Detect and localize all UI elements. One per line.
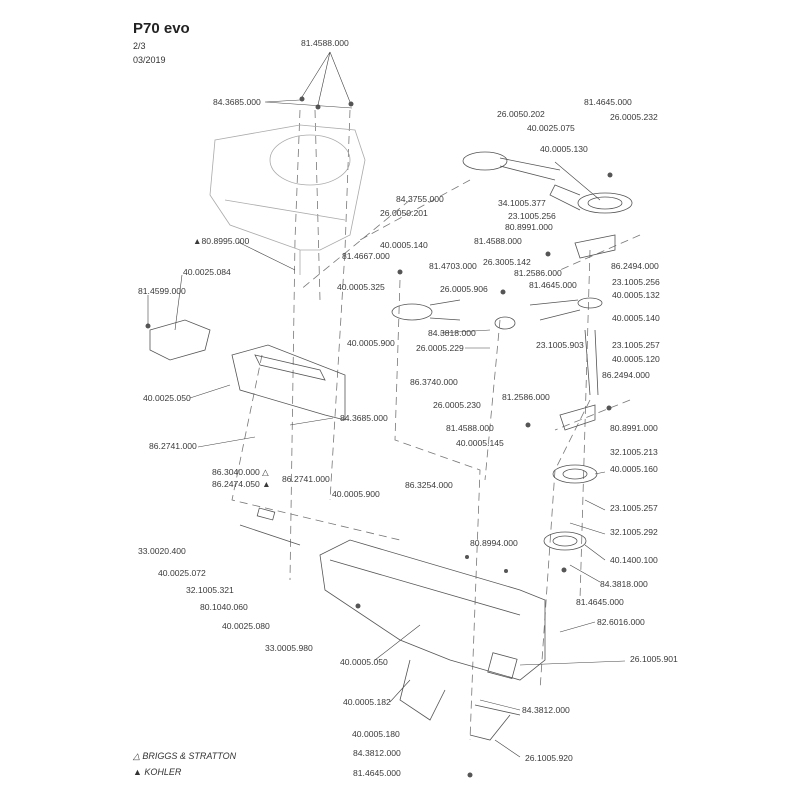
clip-40-0025-084 (149, 319, 211, 361)
chassis-frame (319, 539, 546, 681)
part-label: 84.3812.000 (522, 705, 570, 715)
part-label: 81.2586.000 (514, 268, 562, 278)
part-label: 33.0020.400 (138, 546, 186, 556)
part-label: 26.0005.906 (440, 284, 488, 294)
part-label: 81.2586.000 (502, 392, 550, 402)
part-label: 84.3818.000 (428, 328, 476, 338)
part-label: 26.0005.229 (416, 343, 464, 353)
part-label: 84.3818.000 (600, 579, 648, 589)
part-label: 40.0005.132 (612, 290, 660, 300)
part-label: 81.4645.000 (529, 280, 577, 290)
part-label: 23.1005.257 (612, 340, 660, 350)
part-label: 81.4645.000 (576, 597, 624, 607)
part-label: 23.1005.256 (508, 211, 556, 221)
part-label: 26.0005.230 (433, 400, 481, 410)
page-title: P70 evo (133, 20, 190, 37)
part-label: 40.0005.130 (540, 144, 588, 154)
part-label: 40.0005.182 (343, 697, 391, 707)
part-label: 40.0005.140 (380, 240, 428, 250)
pulleys (391, 151, 633, 551)
part-label: 81.4588.000 (301, 38, 349, 48)
part-label: 80.8991.000 (610, 423, 658, 433)
part-label: 40.0005.140 (612, 313, 660, 323)
part-label: 80.1040.060 (200, 602, 248, 612)
part-label: 81.4667.000 (342, 251, 390, 261)
part-label: 86.2741.000 (282, 474, 330, 484)
part-label: 86.3740.000 (410, 377, 458, 387)
part-label: 40.0005.325 (337, 282, 385, 292)
revision-date: 03/2019 (133, 55, 166, 65)
part-label: 40.0005.900 (332, 489, 380, 499)
page-number: 2/3 (133, 41, 146, 51)
part-label: 40.0025.050 (143, 393, 191, 403)
part-label: 80.8991.000 (505, 222, 553, 232)
part-label: 82.6016.000 (597, 617, 645, 627)
part-label: 40.0005.180 (352, 729, 400, 739)
part-label: 23.1005.257 (610, 503, 658, 513)
part-label: 40.0025.080 (222, 621, 270, 631)
part-label: 40.0025.075 (527, 123, 575, 133)
legend-kohler: ▲ KOHLER (133, 767, 182, 777)
part-label: 23.1005.903 (536, 340, 584, 350)
part-label: 81.4703.000 (429, 261, 477, 271)
part-label: 84.3685.000 (213, 97, 261, 107)
part-label: 81.4645.000 (584, 97, 632, 107)
part-label: 40.0005.900 (347, 338, 395, 348)
assembly-lines (231, 109, 641, 741)
part-label: 32.1005.213 (610, 447, 658, 457)
part-label: 32.1005.292 (610, 527, 658, 537)
part-label: 84.3685.000 (340, 413, 388, 423)
part-label: 86.2474.050 ▲ (212, 479, 271, 489)
housing-40-0025-050 (231, 344, 346, 421)
part-label: 26.0050.201 (380, 208, 428, 218)
part-label: 81.4588.000 (446, 423, 494, 433)
part-label: 40.0005.145 (456, 438, 504, 448)
part-label: 32.1005.321 (186, 585, 234, 595)
part-label: ▲80.8995.000 (193, 236, 250, 246)
part-label: 86.2494.000 (611, 261, 659, 271)
part-label: 81.4599.000 (138, 286, 186, 296)
part-label: 80.8994.000 (470, 538, 518, 548)
part-label: 86.2494.000 (602, 370, 650, 380)
leader-lines (147, 51, 626, 758)
part-label: 26.1005.920 (525, 753, 573, 763)
part-label: 86.2741.000 (149, 441, 197, 451)
part-label: 86.3254.000 (405, 480, 453, 490)
part-label: 40.0005.120 (612, 354, 660, 364)
part-label: 23.1005.256 (612, 277, 660, 287)
part-label: 40.0005.050 (340, 657, 388, 667)
part-label: 81.4588.000 (474, 236, 522, 246)
part-label: 40.0025.084 (183, 267, 231, 277)
part-label: 40.1400.100 (610, 555, 658, 565)
part-label: 33.0005.980 (265, 643, 313, 653)
part-label: 40.0025.072 (158, 568, 206, 578)
part-label: 26.1005.901 (630, 654, 678, 664)
part-label: 86.3040.000 △ (212, 467, 269, 477)
part-label: 81.4645.000 (353, 768, 401, 778)
part-label: 84.3812.000 (353, 748, 401, 758)
part-label: 40.0005.160 (610, 464, 658, 474)
part-label: 84.3755.000 (396, 194, 444, 204)
part-label: 26.0050.202 (497, 109, 545, 119)
part-label: 34.1005.377 (498, 198, 546, 208)
part-label: 26.3005.142 (483, 257, 531, 267)
legend-briggs-stratton: △ BRIGGS & STRATTON (133, 751, 237, 761)
part-label: 26.0005.232 (610, 112, 658, 122)
engine-outline (209, 124, 366, 275)
